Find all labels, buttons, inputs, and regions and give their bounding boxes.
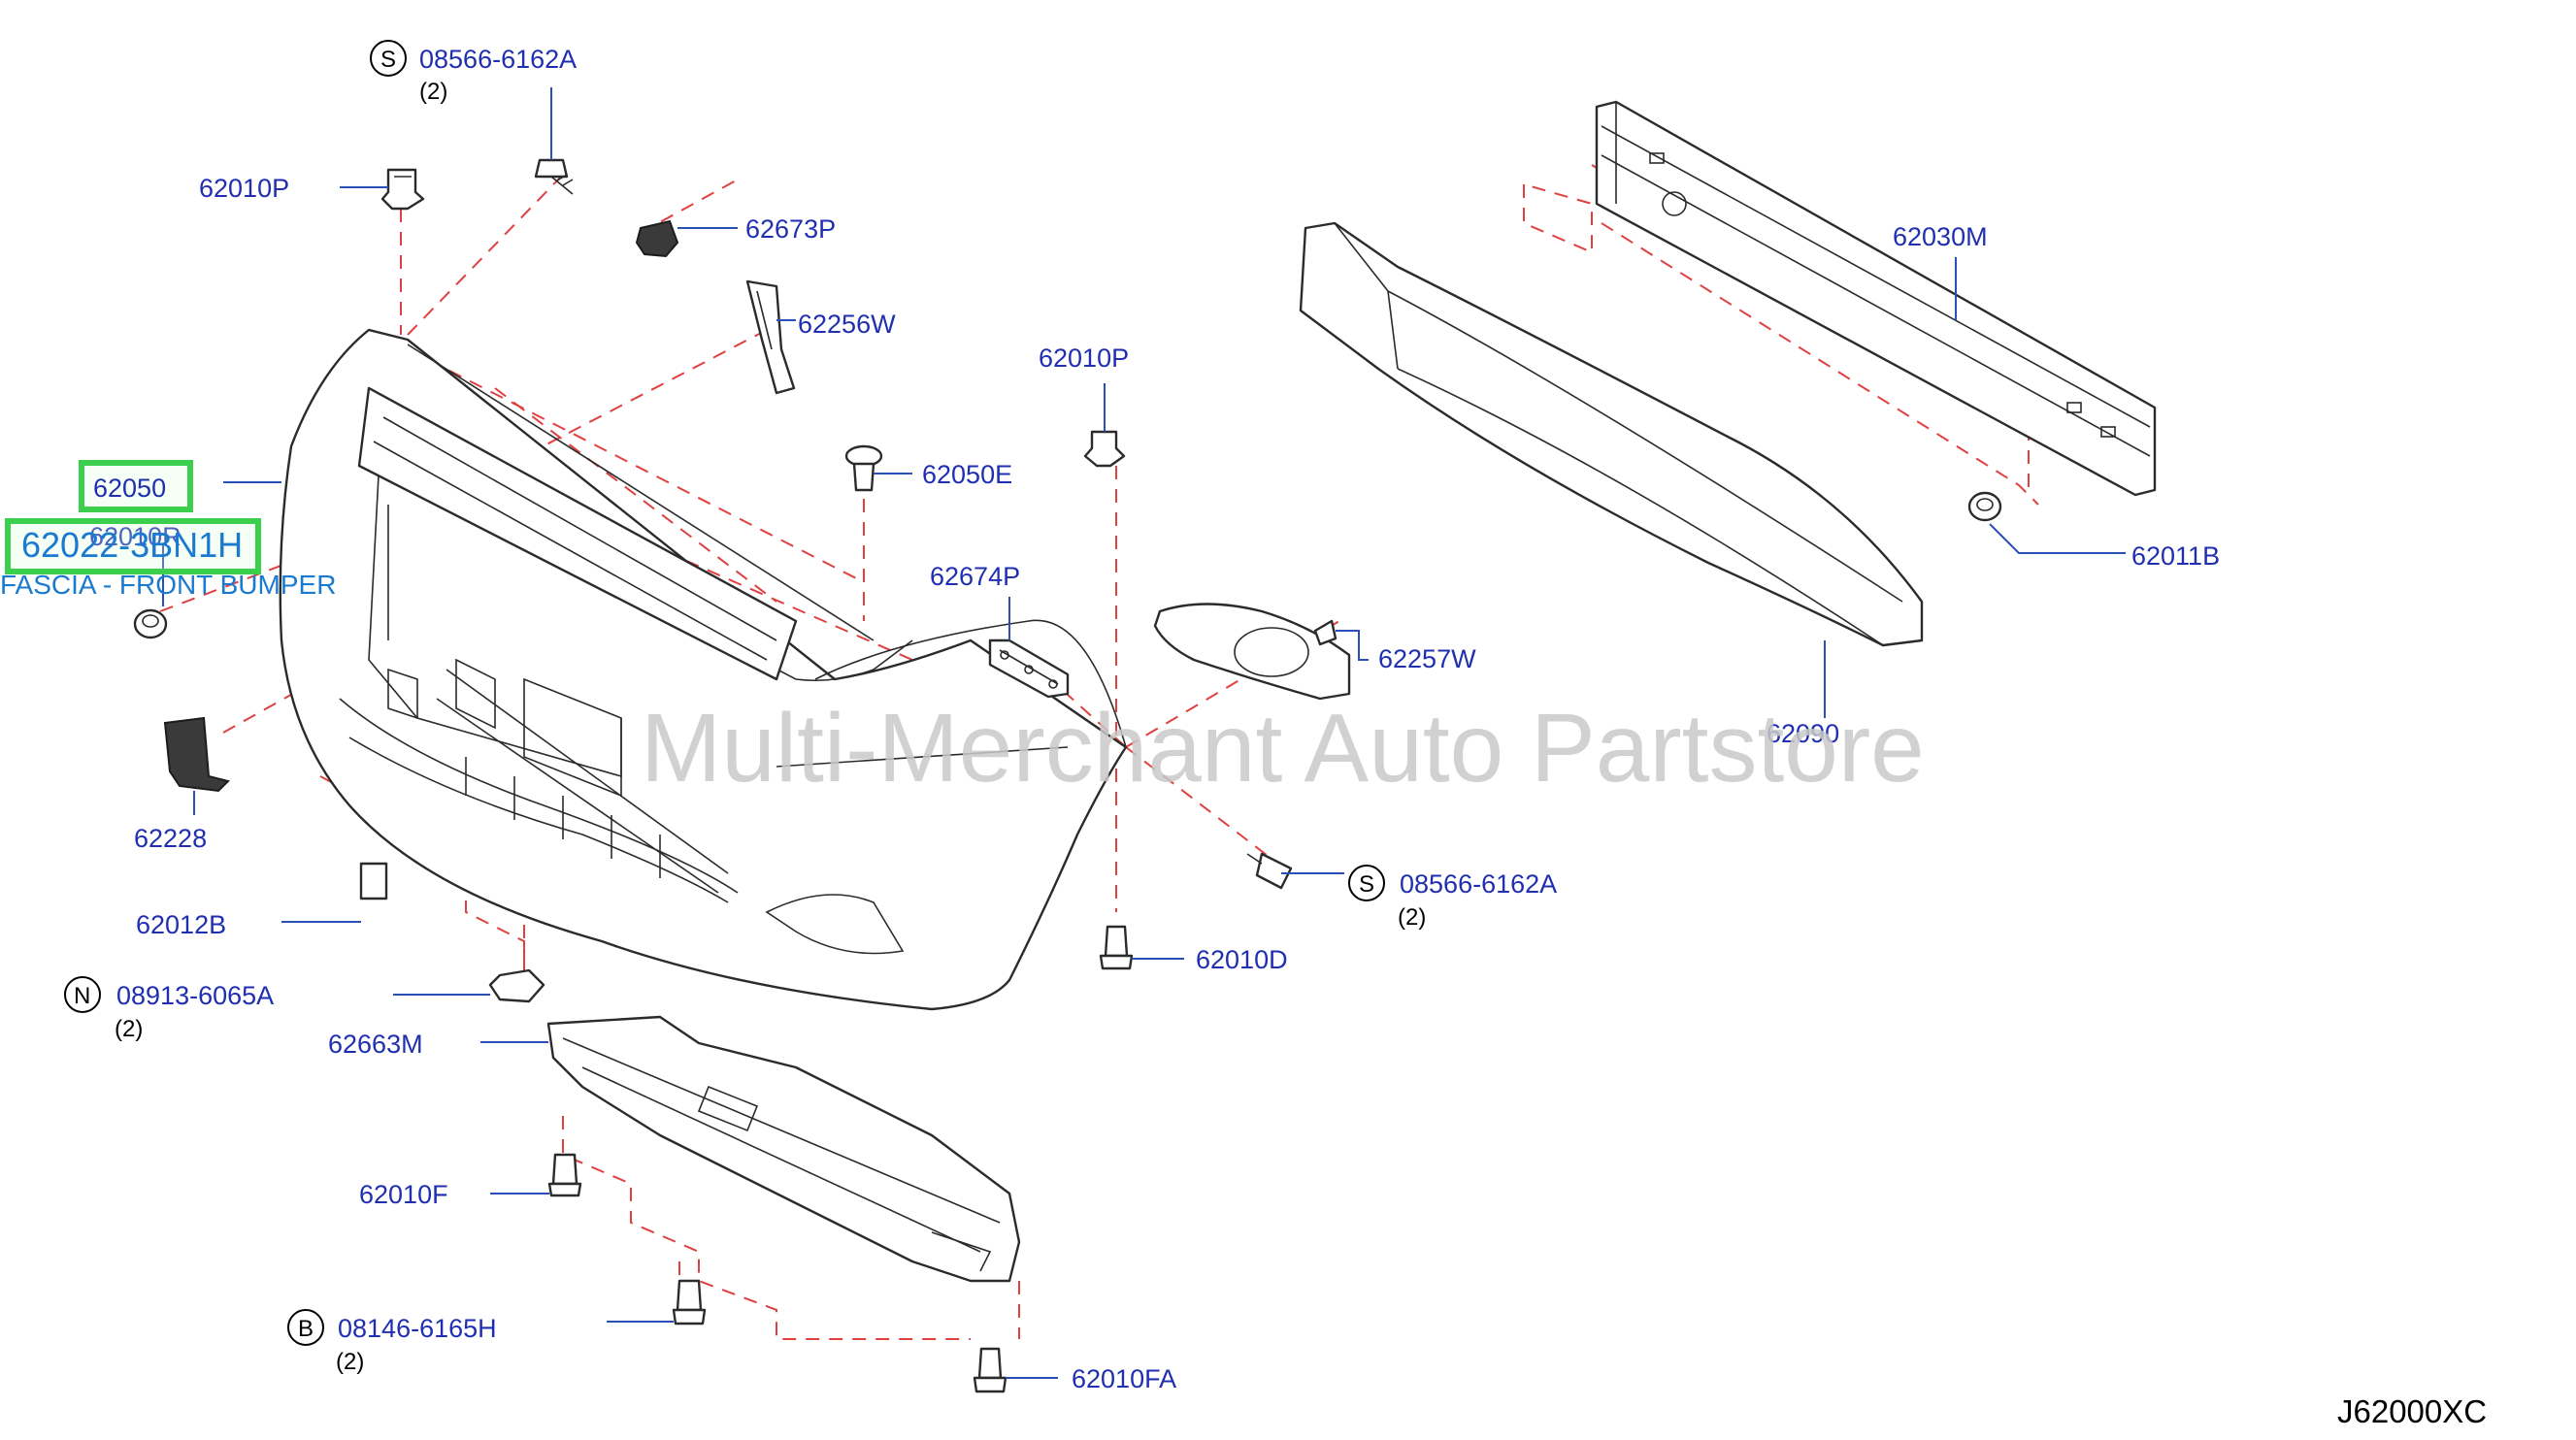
label-62012b[interactable]: 62012B <box>136 910 226 939</box>
label-08913-6065a[interactable]: 08913-6065A <box>116 981 274 1010</box>
label-62010fa[interactable]: 62010FA <box>1072 1364 1176 1393</box>
watermark: Multi-Merchant Auto Partstore <box>641 694 1925 802</box>
fog-bezel-62257w <box>1153 603 1351 701</box>
nut-62011b <box>1967 491 2002 522</box>
label-62010f[interactable]: 62010F <box>359 1180 448 1209</box>
label-62228[interactable]: 62228 <box>134 824 207 853</box>
bolt-62010d <box>1099 925 1134 970</box>
label-62090[interactable]: 62090 <box>1767 719 1839 748</box>
label-qty-08146: (2) <box>336 1349 364 1375</box>
label-62010p-mid[interactable]: 62010P <box>1039 344 1129 373</box>
label-62050e[interactable]: 62050E <box>922 460 1012 489</box>
highlight-box-62050 <box>79 460 193 512</box>
under-cover-62663m <box>546 1015 1021 1283</box>
label-qty-08566-right: (2) <box>1398 904 1426 931</box>
label-prefix-s-right: S <box>1359 871 1374 898</box>
reinforcement-62030m <box>1595 100 2157 497</box>
diagram-code: J62000XC <box>2337 1393 2487 1429</box>
label-08566-6162a-right[interactable]: 08566-6162A <box>1400 869 1557 899</box>
bracket-62673p <box>635 219 679 258</box>
prefix-circle <box>287 1309 324 1346</box>
prefix-circle <box>64 976 101 1013</box>
clip-62010p-mid <box>1083 430 1126 468</box>
label-62010p-left[interactable]: 62010P <box>199 174 289 203</box>
label-08146-6165h[interactable]: 08146-6165H <box>338 1314 497 1343</box>
lower-grille <box>436 669 729 894</box>
label-08566-6162a-top[interactable]: 08566-6162A <box>419 45 577 74</box>
label-62673p[interactable]: 62673P <box>745 214 836 244</box>
clip-62010p-left <box>380 168 425 211</box>
clip-62050e <box>844 444 883 492</box>
label-62663m[interactable]: 62663M <box>328 1030 423 1059</box>
label-qty-08913: (2) <box>115 1016 143 1042</box>
leader-lines <box>162 87 2126 1379</box>
clip-62012b <box>359 862 388 900</box>
bracket-62228 <box>163 716 230 793</box>
upper-grille <box>357 386 798 681</box>
label-prefix-b: B <box>298 1316 314 1342</box>
bolt-08566-right <box>1246 852 1293 890</box>
nut-08913 <box>488 968 545 1003</box>
labels: S 08566-6162A (2) 62010P 62673P 62256W 6… <box>0 40 2487 1429</box>
label-qty-08566-top: (2) <box>419 79 447 105</box>
prefix-circle <box>370 40 407 77</box>
bolt-08146 <box>672 1279 707 1325</box>
prefix-circle <box>1348 865 1385 901</box>
label-62050[interactable]: 62050 <box>93 474 166 503</box>
label-62010r[interactable]: 62010R <box>89 522 182 551</box>
bolt-62010f <box>547 1153 582 1197</box>
bolt-08566-top <box>534 158 574 195</box>
label-62030m[interactable]: 62030M <box>1893 222 1988 251</box>
bolt-62010fa <box>973 1347 1007 1393</box>
nut-62010r <box>133 608 168 639</box>
label-62011b[interactable]: 62011B <box>2131 541 2220 571</box>
bracket-62256w <box>745 279 796 395</box>
label-62256w[interactable]: 62256W <box>798 310 896 339</box>
label-prefix-s-top: S <box>380 47 396 73</box>
highlight-box-part-number <box>5 518 261 574</box>
label-62010d[interactable]: 62010D <box>1196 945 1288 974</box>
highlight-part-name: FASCIA - FRONT BUMPER <box>0 570 336 600</box>
label-prefix-n: N <box>74 983 90 1009</box>
label-62674p[interactable]: 62674P <box>930 562 1020 591</box>
label-62257w[interactable]: 62257W <box>1378 644 1476 673</box>
energy-absorber-62090 <box>1299 221 1924 647</box>
highlight-part-number[interactable]: 62022-3BN1H <box>21 525 243 565</box>
